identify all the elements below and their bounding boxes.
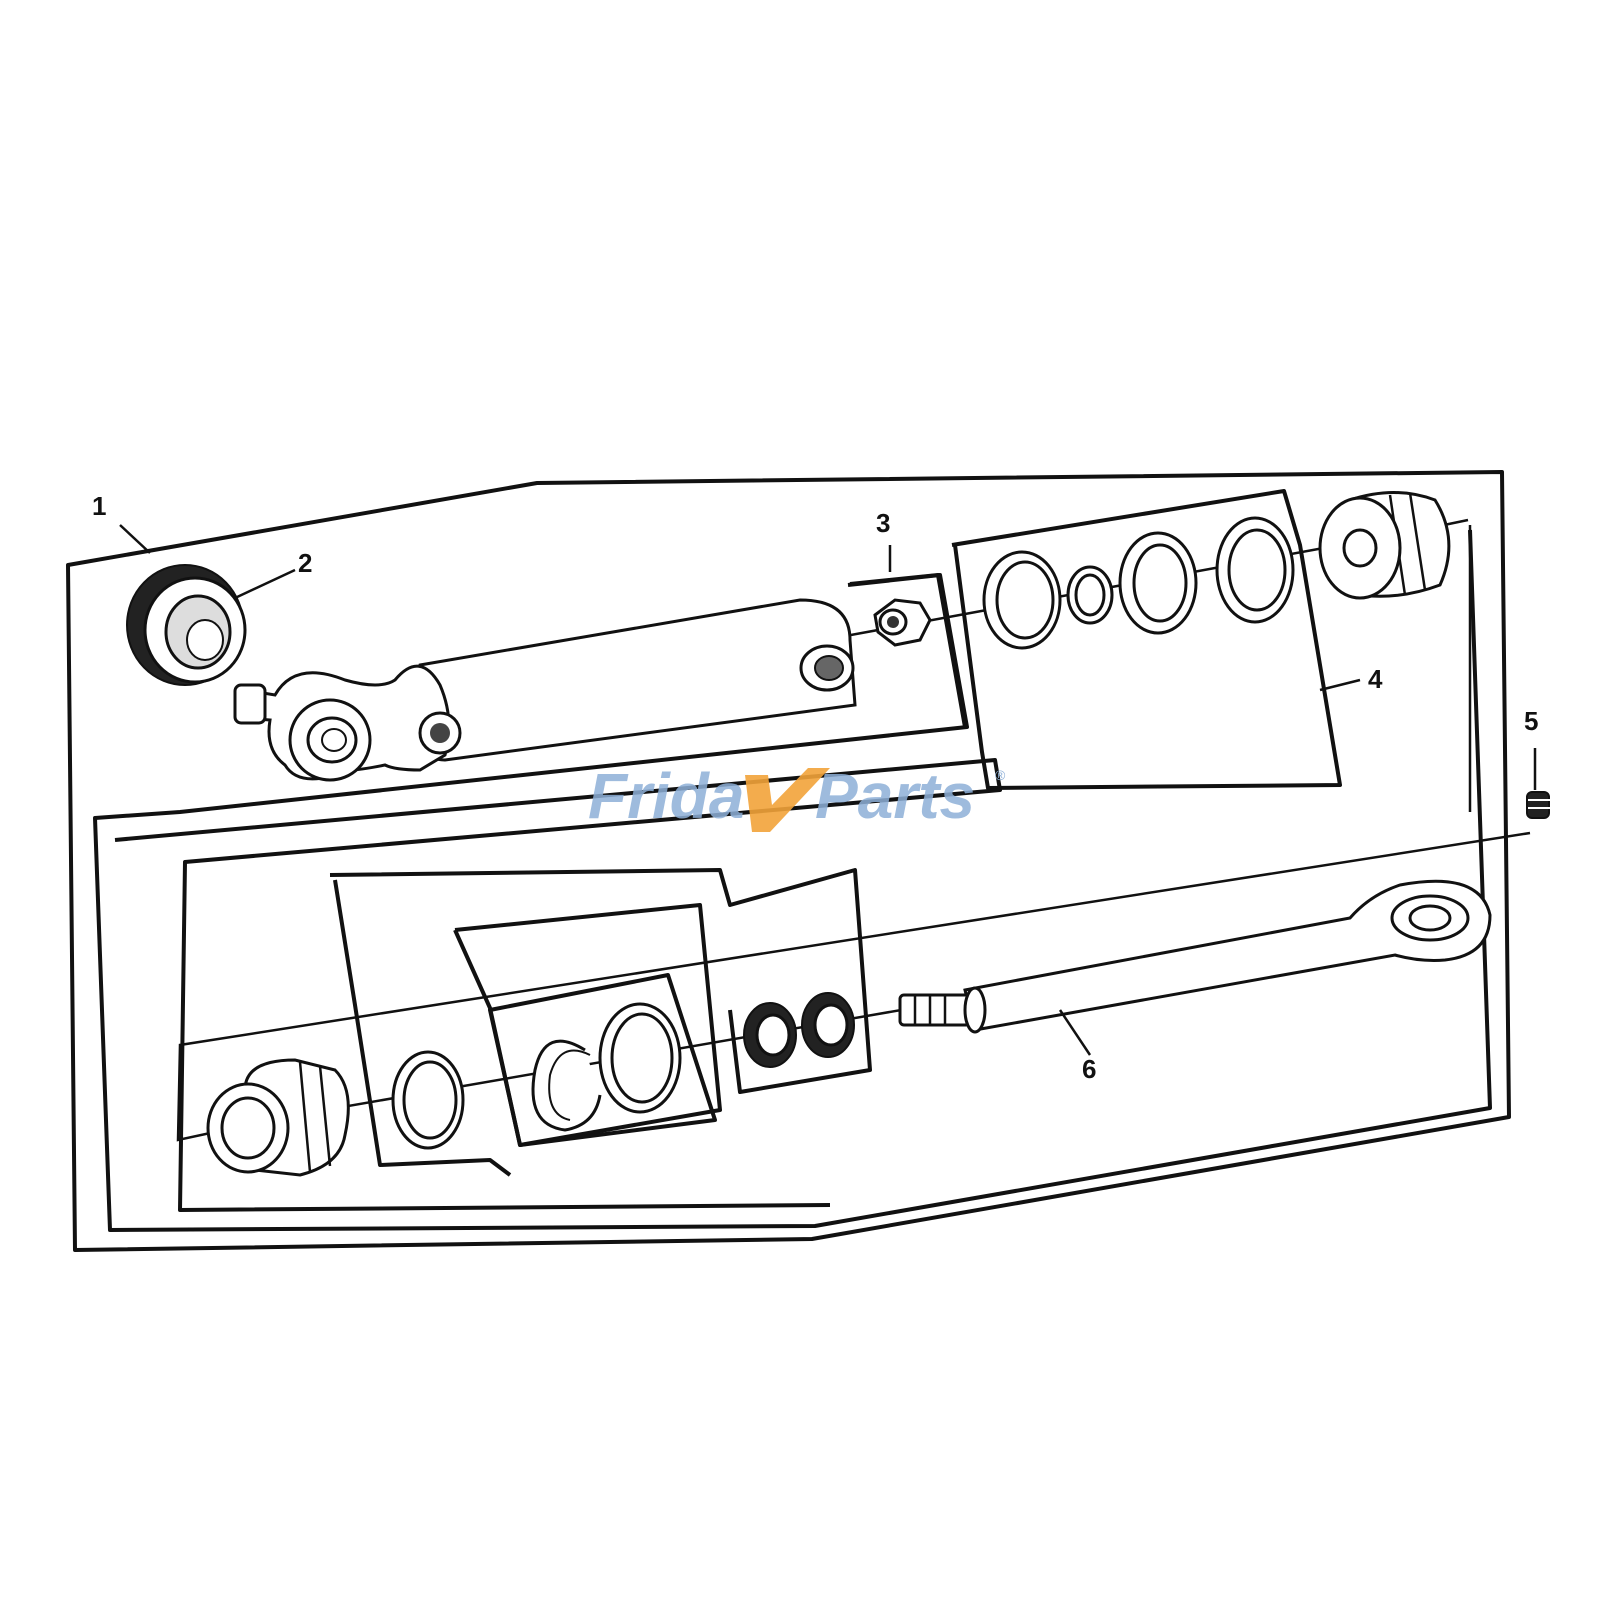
outline-lower-nest-a [114, 758, 1002, 1212]
callout-3: 3 [876, 508, 890, 538]
seal-kit-part-4 [982, 516, 1295, 650]
grease-fitting-part-5 [1526, 748, 1550, 819]
callout-1: 1 [92, 491, 106, 521]
piston-rod-part-6 [898, 879, 1492, 1034]
outline-split-ring-box [488, 973, 717, 1147]
bushing-part-2 [126, 564, 247, 686]
cylinder-barrel [233, 598, 857, 782]
watermark-text-1: Frida [588, 760, 744, 832]
watermark-logo: Frida Parts ® [588, 760, 1006, 832]
leader-4 [1319, 678, 1361, 692]
axis-connector [176, 831, 1531, 1142]
outline-nut-box [849, 573, 967, 728]
leader-1 [119, 524, 151, 554]
lower-rings [391, 1002, 682, 1150]
gland-lower [206, 1058, 350, 1177]
nut-part-3 [873, 598, 932, 647]
leader-2 [234, 568, 296, 600]
piston-upper [1318, 491, 1451, 600]
watermark-text-2: Parts [815, 760, 975, 832]
outline-lower-nest-b [329, 868, 872, 1094]
callout-2: 2 [298, 548, 312, 578]
watermark-checkmark-icon [745, 768, 830, 832]
outline-seals-box-4 [951, 489, 1342, 790]
callout-5: 5 [1524, 706, 1538, 736]
callout-6: 6 [1082, 1054, 1096, 1084]
outline-lower-nest-c [333, 879, 512, 1177]
registered-mark: ® [995, 767, 1006, 783]
callout-4: 4 [1368, 664, 1383, 694]
outline-ring-box [453, 903, 722, 1147]
leader-6 [1058, 1009, 1092, 1056]
lower-seals [743, 992, 855, 1068]
assembly-outline-1 [66, 470, 1511, 1252]
